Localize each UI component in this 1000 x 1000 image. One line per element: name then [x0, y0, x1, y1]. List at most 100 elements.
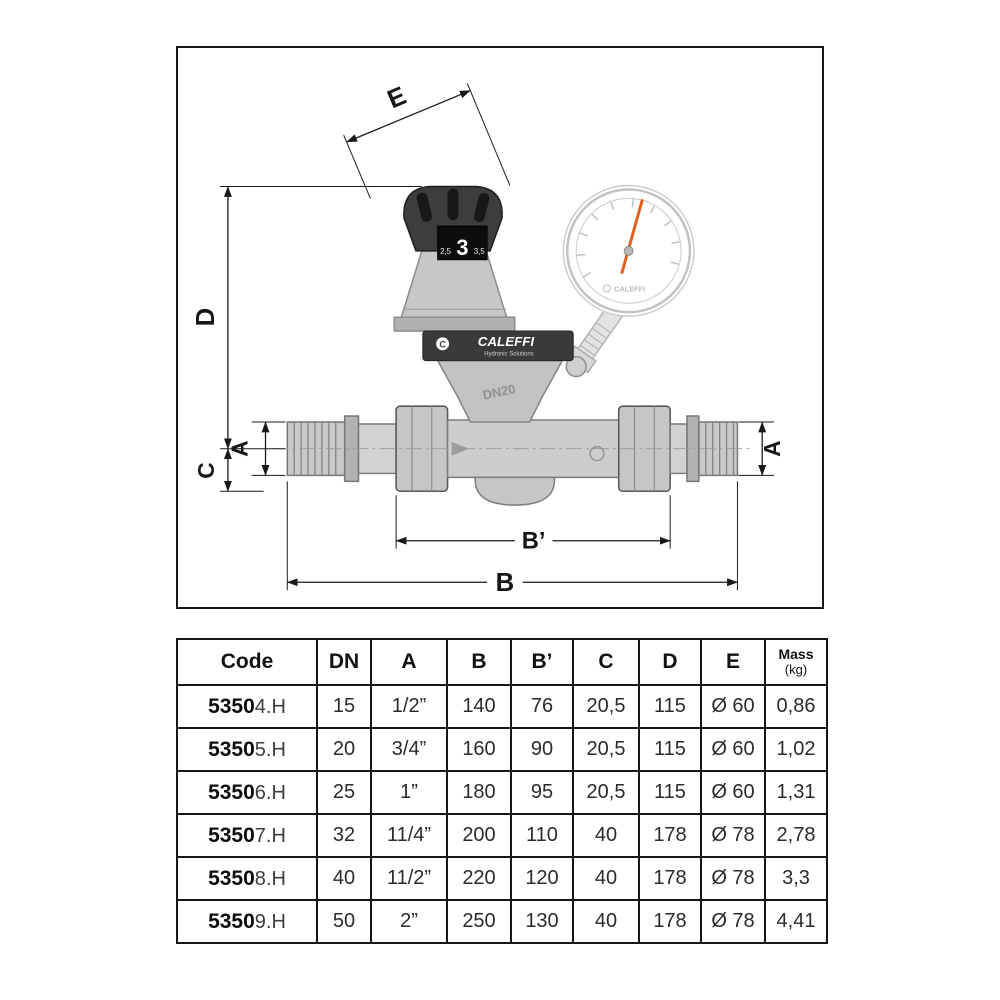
code-cell: 53506.H: [176, 770, 318, 815]
table-cell: 1,02: [764, 727, 828, 772]
table-cell: 40: [572, 899, 640, 944]
table-cell: 11/2”: [370, 856, 448, 901]
column-header-e: E: [700, 638, 766, 686]
table-cell: 140: [446, 684, 512, 729]
column-header-mass: Mass (kg): [764, 638, 828, 686]
table-cell: 180: [446, 770, 512, 815]
table-row: 53506.H 25 1” 180 95 20,5 115 Ø 60 1,31: [176, 770, 828, 815]
table-cell: 250: [446, 899, 512, 944]
dimensions-table-wrap: Code DN A B B’ C D E Mass (kg) 53504.H: [176, 638, 828, 944]
table-cell: 20,5: [572, 684, 640, 729]
table-cell: 3,3: [764, 856, 828, 901]
table-cell: 32: [316, 813, 372, 858]
table-cell: 115: [638, 684, 702, 729]
brand-name-label: CALEFFI: [478, 334, 535, 349]
code-cell: 53508.H: [176, 856, 318, 901]
table-cell: Ø 78: [700, 856, 766, 901]
table-cell: 0,86: [764, 684, 828, 729]
table-cell: 20,5: [572, 727, 640, 772]
valve-dimensional-drawing: CALEFFI: [176, 46, 824, 609]
scale-max-label: 3,5: [474, 247, 486, 256]
table-row: 53507.H 32 11/4” 200 110 40 178 Ø 78 2,7…: [176, 813, 828, 858]
table-cell: 2”: [370, 899, 448, 944]
table-cell: 25: [316, 770, 372, 815]
dim-label-e: E: [384, 82, 411, 114]
column-header-dn: DN: [316, 638, 372, 686]
dim-label-b-prime: B’: [522, 529, 546, 555]
table-cell: Ø 78: [700, 899, 766, 944]
dn-size-label: DN20: [481, 381, 516, 403]
header-row: Code DN A B B’ C D E Mass (kg): [176, 638, 828, 686]
gauge-pivot: [623, 245, 634, 256]
code-cell: 53507.H: [176, 813, 318, 858]
valve-drawing-svg: CALEFFI: [192, 82, 785, 597]
table-cell: 178: [638, 856, 702, 901]
dim-label-d: D: [192, 308, 220, 327]
scale-value-label: 3: [456, 235, 468, 260]
column-header-b-prime: B’: [510, 638, 574, 686]
table-cell: 2,78: [764, 813, 828, 858]
dim-label-a-left: A: [227, 440, 253, 456]
table-cell: 1,31: [764, 770, 828, 815]
dim-label-c: C: [193, 462, 219, 478]
table-cell: 160: [446, 727, 512, 772]
table-cell: 178: [638, 899, 702, 944]
adjustment-knob: 2,5 3 3,5: [403, 185, 503, 261]
table-row: 53509.H 50 2” 250 130 40 178 Ø 78 4,41: [176, 899, 828, 944]
table-cell: 115: [638, 770, 702, 815]
lower-chamber: [474, 476, 556, 506]
dimensions-table: Code DN A B B’ C D E Mass (kg) 53504.H: [176, 638, 828, 944]
brand-logo-letter: C: [439, 339, 446, 349]
table-cell: 40: [316, 856, 372, 901]
mass-header-line2: (kg): [784, 661, 808, 677]
table-cell: 220: [446, 856, 512, 901]
table-cell: 120: [510, 856, 574, 901]
column-header-d: D: [638, 638, 702, 686]
table-cell: 1”: [370, 770, 448, 815]
gauge-brand-label: CALEFFI: [614, 284, 645, 293]
table-cell: 1/2”: [370, 684, 448, 729]
brand-logo-icon: [436, 337, 450, 351]
table-cell: 115: [638, 727, 702, 772]
table-cell: 50: [316, 899, 372, 944]
gauge-logo-icon: [602, 284, 611, 293]
table-cell: 40: [572, 813, 640, 858]
dim-label-a-right: A: [759, 440, 785, 456]
table-cell: 95: [510, 770, 574, 815]
column-header-code: Code: [176, 638, 318, 686]
caleffi-logo-mark: [589, 446, 605, 462]
spring-housing: [393, 250, 516, 332]
table-cell: 20,5: [572, 770, 640, 815]
gauge-port-boss: [565, 355, 587, 378]
column-header-c: C: [572, 638, 640, 686]
gauge-needle: [620, 198, 644, 274]
table-cell: 4,41: [764, 899, 828, 944]
code-cell: 53509.H: [176, 899, 318, 944]
table-cell: 11/4”: [370, 813, 448, 858]
code-cell: 53504.H: [176, 684, 318, 729]
valve-body: DN20: [286, 355, 739, 506]
table-cell: Ø 78: [700, 813, 766, 858]
table-cell: Ø 60: [700, 770, 766, 815]
table-cell: 90: [510, 727, 574, 772]
table-cell: Ø 60: [700, 684, 766, 729]
setting-window: 2,5 3 3,5: [437, 225, 488, 261]
table-cell: Ø 60: [700, 727, 766, 772]
mass-header-line1: Mass: [778, 646, 814, 663]
table-cell: 15: [316, 684, 372, 729]
table-cell: 20: [316, 727, 372, 772]
table-row: 53504.H 15 1/2” 140 76 20,5 115 Ø 60 0,8…: [176, 684, 828, 729]
scale-min-label: 2,5: [440, 247, 452, 256]
table-row: 53508.H 40 11/2” 220 120 40 178 Ø 78 3,3: [176, 856, 828, 901]
table-cell: 130: [510, 899, 574, 944]
gauge-ticks: [576, 198, 681, 278]
table-row: 53505.H 20 3/4” 160 90 20,5 115 Ø 60 1,0…: [176, 727, 828, 772]
dim-label-b: B: [496, 569, 515, 597]
table-cell: 178: [638, 813, 702, 858]
dimension-annotations: E D C A A: [192, 82, 785, 597]
column-header-a: A: [370, 638, 448, 686]
brand-tagline-label: Hydronic Solutions: [484, 352, 533, 358]
table-cell: 110: [510, 813, 574, 858]
table-cell: 40: [572, 856, 640, 901]
